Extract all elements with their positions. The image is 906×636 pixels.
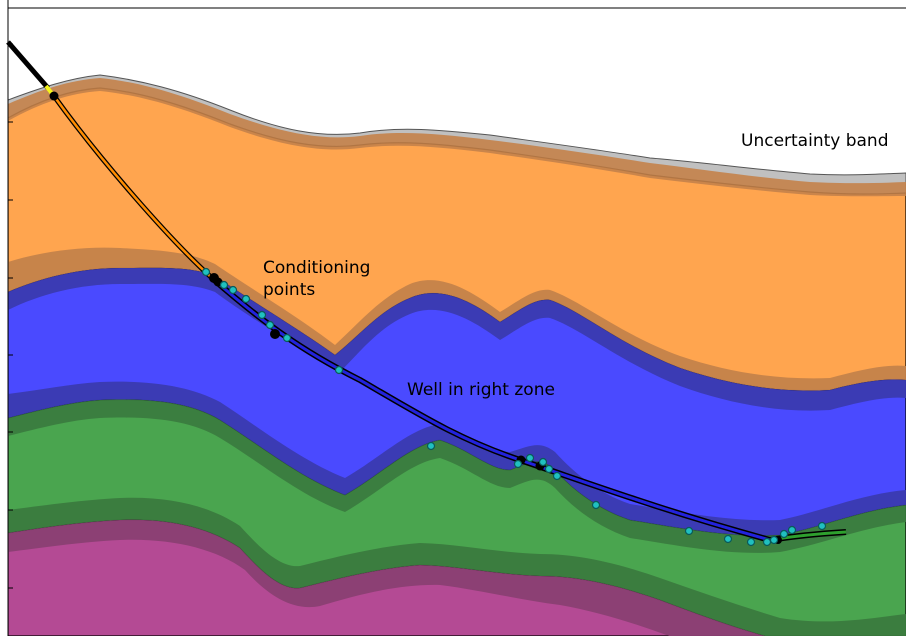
conditioning-point bbox=[538, 457, 548, 467]
conditioning-point bbox=[746, 537, 756, 547]
magenta-zone-inner-band bbox=[8, 519, 765, 636]
blue-zone-uncertainty-band bbox=[8, 247, 906, 391]
conditioning-point bbox=[552, 471, 562, 481]
well-in-right-zone-label: Well in right zone bbox=[407, 380, 555, 400]
blue-zone-top-dark-band bbox=[8, 267, 906, 411]
conditioning-point bbox=[779, 529, 789, 539]
conditioning-point bbox=[684, 526, 694, 536]
conditioning-point bbox=[817, 521, 827, 531]
conditioning-point bbox=[201, 267, 211, 277]
conditioning-point bbox=[265, 320, 275, 330]
conditioning-points-label-line1: Conditioning bbox=[263, 258, 370, 278]
conditioning-point bbox=[228, 285, 238, 295]
orange-zone-uncertainty-band bbox=[8, 78, 906, 197]
conditioning-points bbox=[49, 91, 827, 547]
conditioning-point bbox=[544, 464, 554, 474]
conditioning-point bbox=[219, 280, 229, 290]
well-orange-core bbox=[52, 95, 213, 279]
green-zone-top-dark-band bbox=[8, 381, 906, 536]
wellhead-point bbox=[49, 91, 59, 101]
conditioning-point bbox=[762, 537, 772, 547]
conditioning-point bbox=[257, 310, 267, 320]
conditioning-point bbox=[525, 453, 535, 463]
conditioning-point bbox=[282, 333, 292, 343]
conditioning-point bbox=[787, 525, 797, 535]
conditioning-point bbox=[334, 365, 344, 375]
conditioning-point bbox=[270, 329, 280, 339]
conditioning-point bbox=[723, 534, 733, 544]
uncertainty-band-label: Uncertainty band bbox=[741, 131, 889, 151]
conditioning-point bbox=[426, 441, 436, 451]
conditioning-points-label-line2: points bbox=[263, 280, 315, 300]
magenta-zone-top-band bbox=[8, 497, 906, 636]
well-casing bbox=[6, 40, 50, 90]
green-zone-inner-band bbox=[8, 399, 906, 553]
conditioning-point bbox=[769, 535, 779, 545]
conditioning-point bbox=[591, 500, 601, 510]
left-axis-ticks bbox=[7, 0, 13, 636]
conditioning-point bbox=[513, 459, 523, 469]
conditioning-point bbox=[241, 294, 251, 304]
